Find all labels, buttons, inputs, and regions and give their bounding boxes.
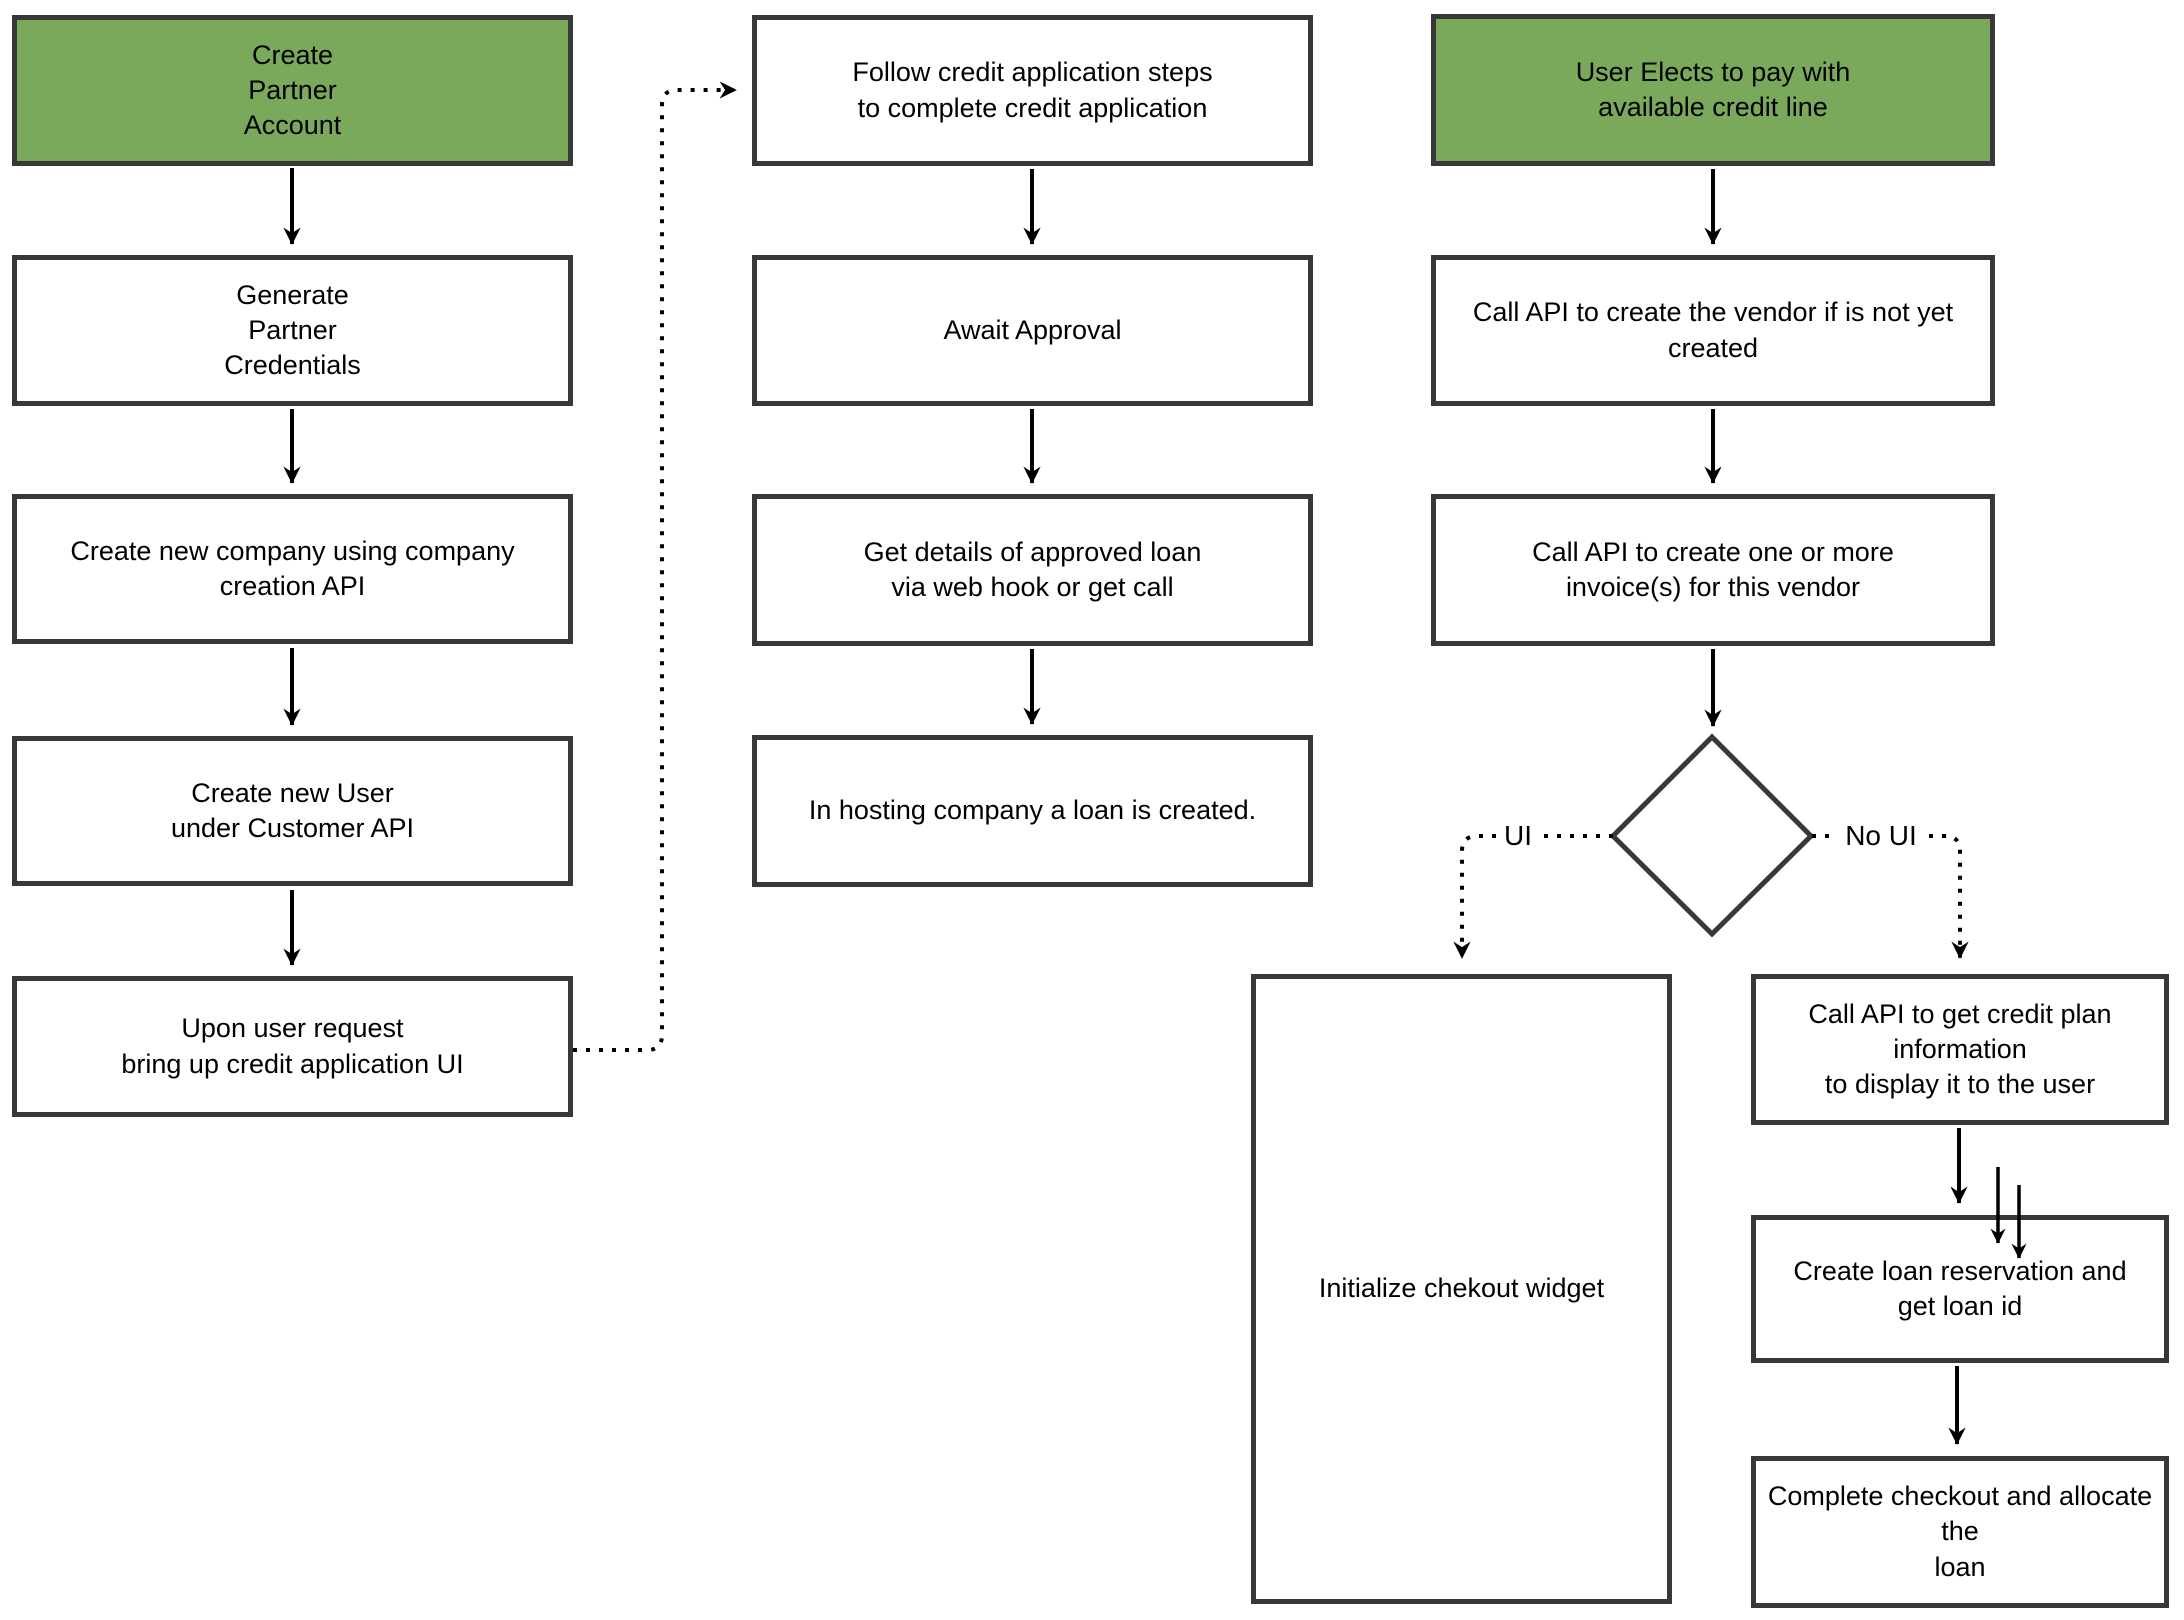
connector-diamond-to-initialize-widget <box>1453 834 1613 959</box>
edge-label-ui: UI <box>1496 818 1540 854</box>
decision-diamond <box>1609 733 1815 938</box>
node-label: Complete checkout and allocate the loan <box>1767 1481 2153 1582</box>
node-label: Generate Partner Credentials <box>224 279 361 381</box>
node-label: Call API to get credit plan information … <box>1808 998 2112 1100</box>
node-create-partner-account: Create Partner Account <box>12 15 573 166</box>
node-label: Follow credit application steps to compl… <box>852 57 1213 123</box>
node-create-loan-reservation: Create loan reservation and get loan id <box>1751 1215 2169 1363</box>
node-get-details-approved-loan: Get details of approved loan via web hoo… <box>752 494 1313 646</box>
node-label: Call API to create one or more invoice(s… <box>1532 536 1894 602</box>
connector-diamond-to-credit-plan <box>1812 834 1969 959</box>
node-call-api-create-vendor: Call API to create the vendor if is not … <box>1431 255 1995 406</box>
edge-label-no-ui: No UI <box>1837 818 1925 854</box>
node-label: Create new User under Customer API <box>170 777 415 843</box>
node-follow-credit-steps: Follow credit application steps to compl… <box>752 15 1313 166</box>
node-label: User Elects to pay with available credit… <box>1575 56 1851 122</box>
node-label: Upon user request bring up credit applic… <box>121 1013 464 1079</box>
node-label: Await Approval <box>943 314 1122 345</box>
node-generate-partner-credentials: Generate Partner Credentials <box>12 255 573 406</box>
node-user-elects-pay: User Elects to pay with available credit… <box>1431 14 1995 166</box>
node-complete-checkout: Complete checkout and allocate the loan <box>1751 1456 2169 1608</box>
node-label: Call API to create the vendor if is not … <box>1472 297 1954 363</box>
node-create-new-user: Create new User under Customer API <box>12 736 573 886</box>
node-call-api-create-invoices: Call API to create one or more invoice(s… <box>1431 494 1995 646</box>
node-label: In hosting company a loan is created. <box>808 795 1257 826</box>
node-initialize-checkout-widget: Initialize chekout widget <box>1251 974 1672 1604</box>
node-label: Create new company using company creatio… <box>70 535 515 601</box>
node-label: Create loan reservation and get loan id <box>1793 1255 2127 1321</box>
node-upon-user-request: Upon user request bring up credit applic… <box>12 976 573 1117</box>
node-create-new-company: Create new company using company creatio… <box>12 494 573 644</box>
node-label: Initialize chekout widget <box>1318 1273 1605 1304</box>
connector-upon-request-to-follow <box>573 81 737 1052</box>
node-call-api-credit-plan: Call API to get credit plan information … <box>1751 974 2169 1125</box>
node-label: Get details of approved loan via web hoo… <box>863 536 1202 602</box>
node-await-approval: Await Approval <box>752 255 1313 406</box>
node-in-hosting-loan-created: In hosting company a loan is created. <box>752 735 1313 887</box>
node-label: Create Partner Account <box>243 39 342 141</box>
